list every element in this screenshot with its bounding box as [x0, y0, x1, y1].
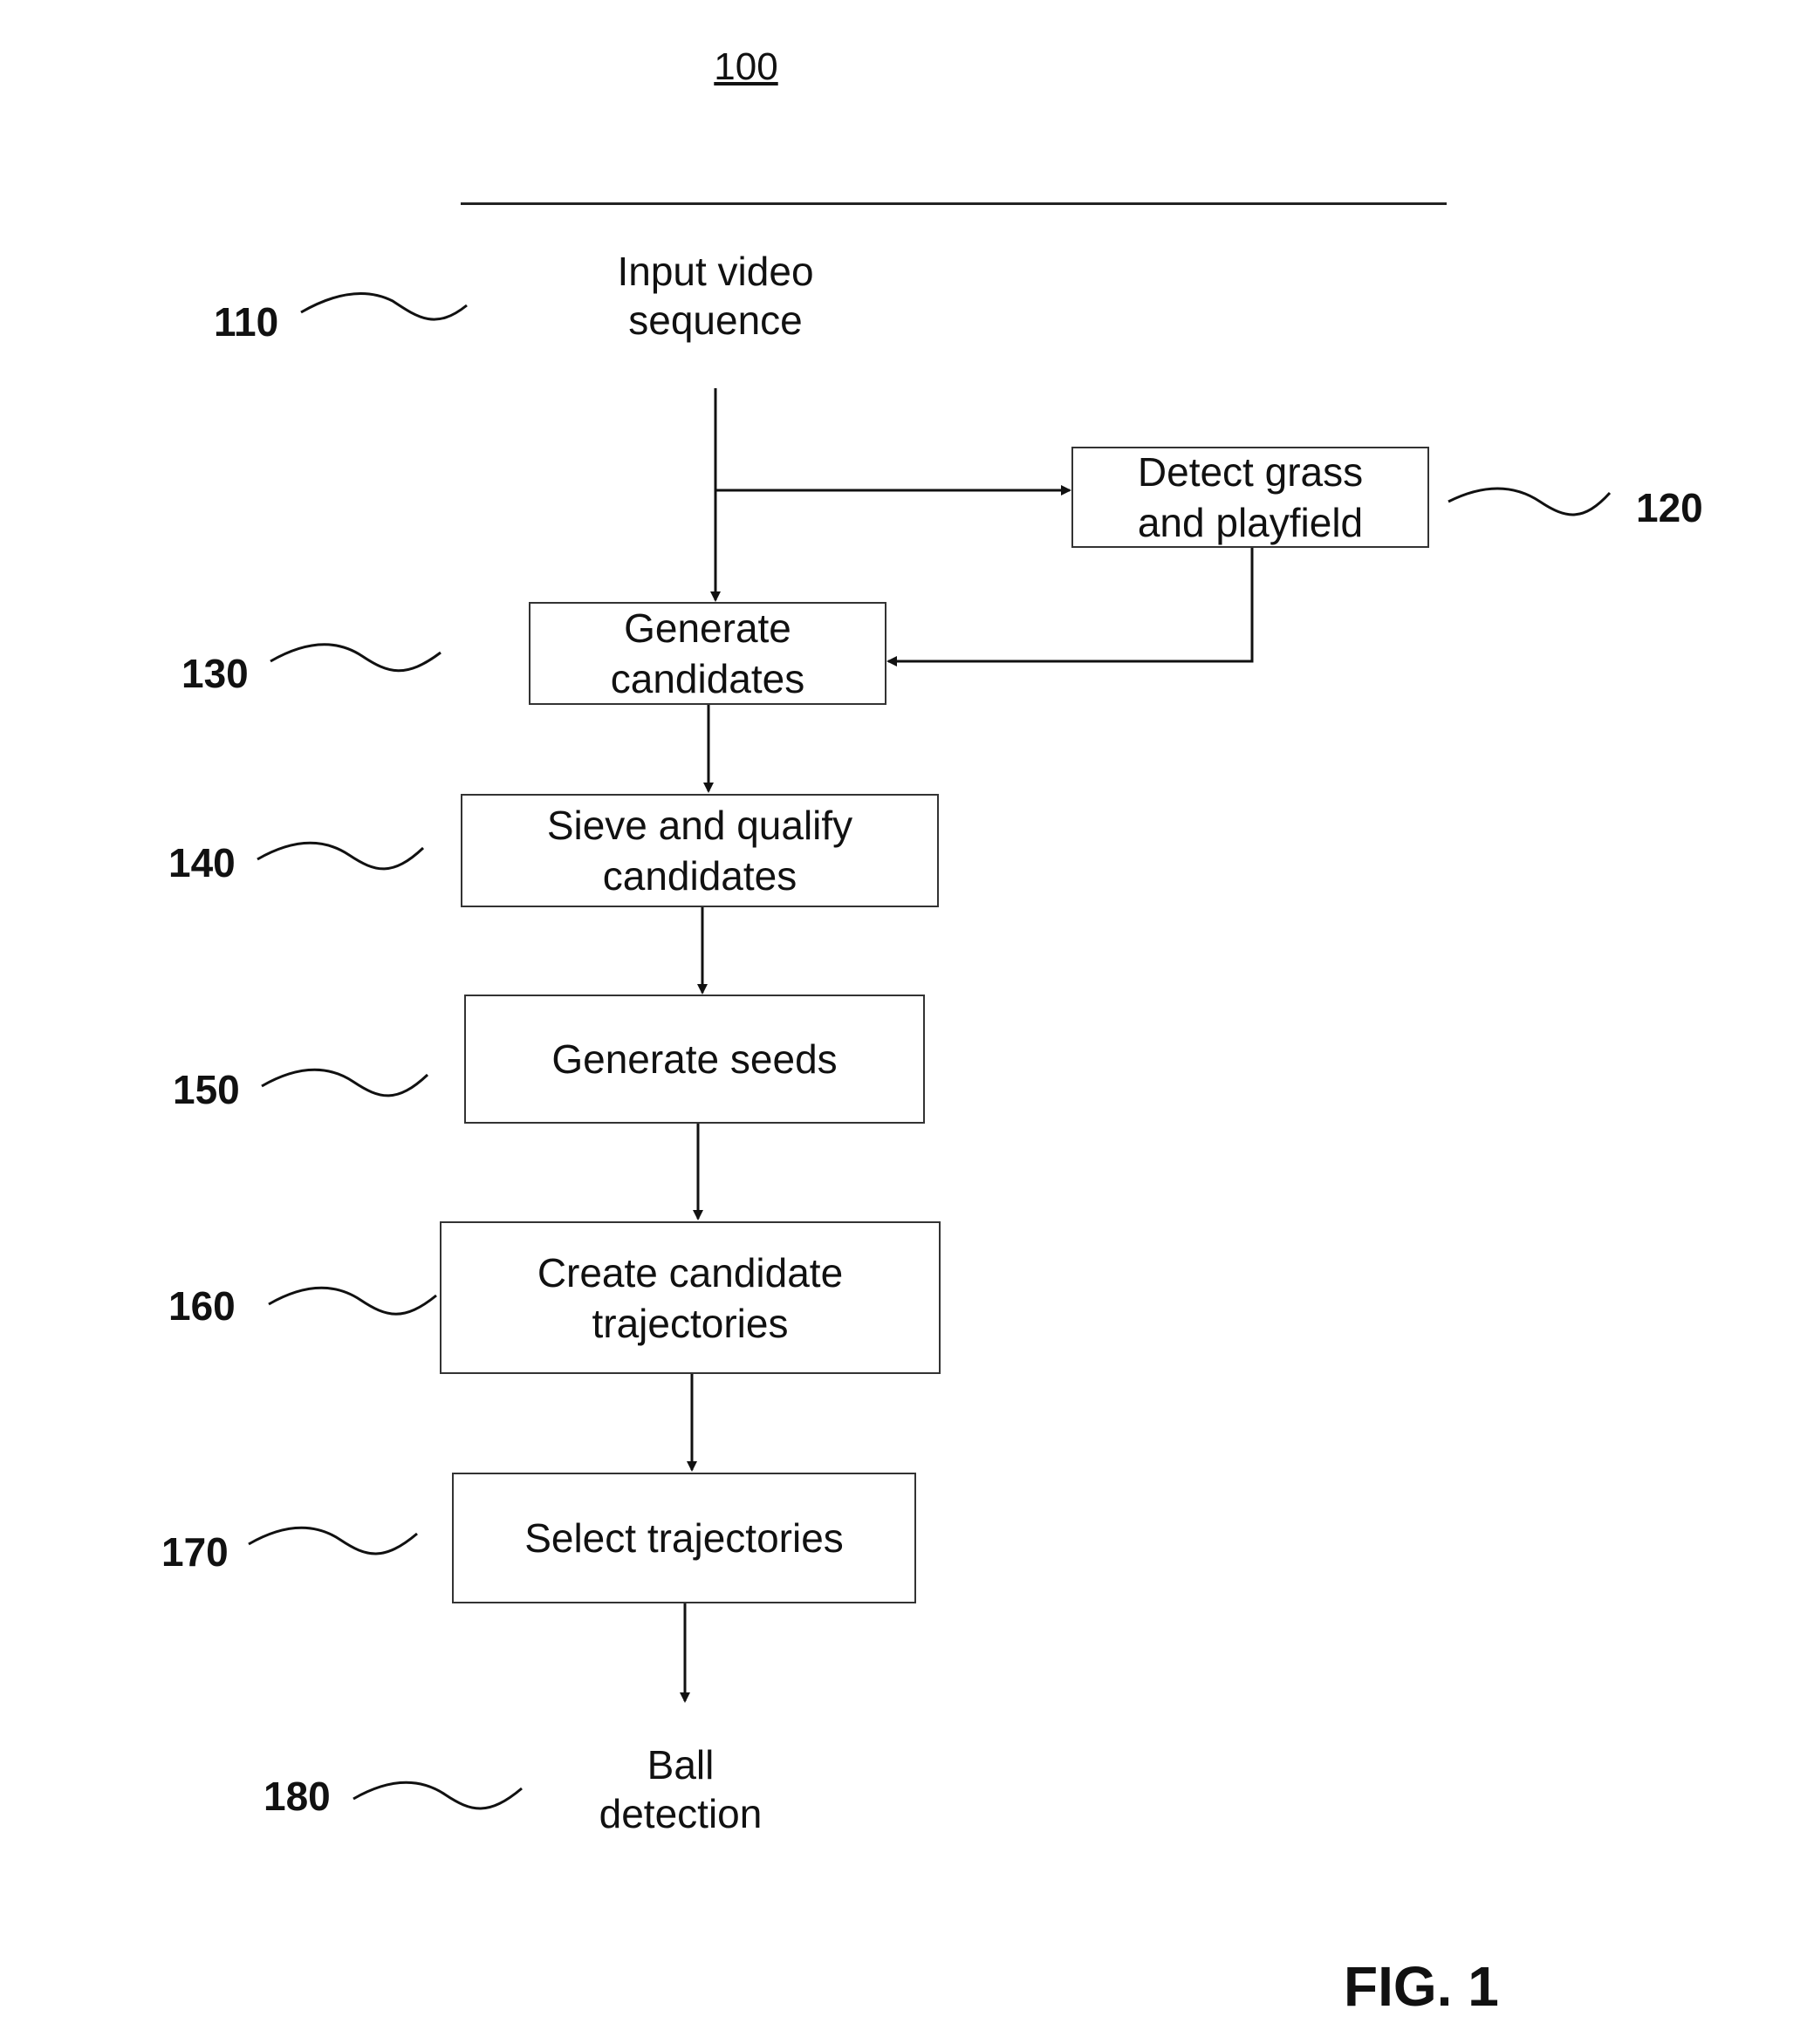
figure-label: FIG. 1 — [1344, 1954, 1499, 2019]
ref-180: 180 — [264, 1773, 331, 1820]
step-130-box: Generate candidates — [529, 602, 886, 705]
leader-160 — [269, 1288, 436, 1314]
ref-120: 120 — [1636, 484, 1703, 531]
arrow-120-130 — [888, 548, 1252, 661]
step-170-box: Select trajectories — [452, 1473, 916, 1603]
ref-150: 150 — [173, 1066, 240, 1113]
ref-140: 140 — [168, 839, 236, 886]
step-110-label: Input video sequence — [558, 247, 873, 345]
ref-130: 130 — [181, 650, 249, 697]
ref-110: 110 — [214, 298, 278, 345]
step-120-box: Detect grass and playfield — [1071, 447, 1429, 548]
ref-170: 170 — [161, 1528, 229, 1576]
leader-170 — [249, 1528, 417, 1554]
leader-130 — [270, 645, 441, 671]
ref-160: 160 — [168, 1282, 236, 1330]
step-160-box: Create candidate trajectories — [440, 1221, 941, 1374]
leader-180 — [353, 1782, 522, 1808]
leader-140 — [257, 843, 423, 869]
leader-110 — [301, 293, 467, 319]
step-150-box: Generate seeds — [464, 995, 925, 1124]
step-180-label: Ball detection — [524, 1740, 838, 1838]
step-140-box: Sieve and qualify candidates — [461, 794, 939, 907]
leader-120 — [1448, 489, 1610, 515]
leader-150 — [262, 1070, 428, 1096]
